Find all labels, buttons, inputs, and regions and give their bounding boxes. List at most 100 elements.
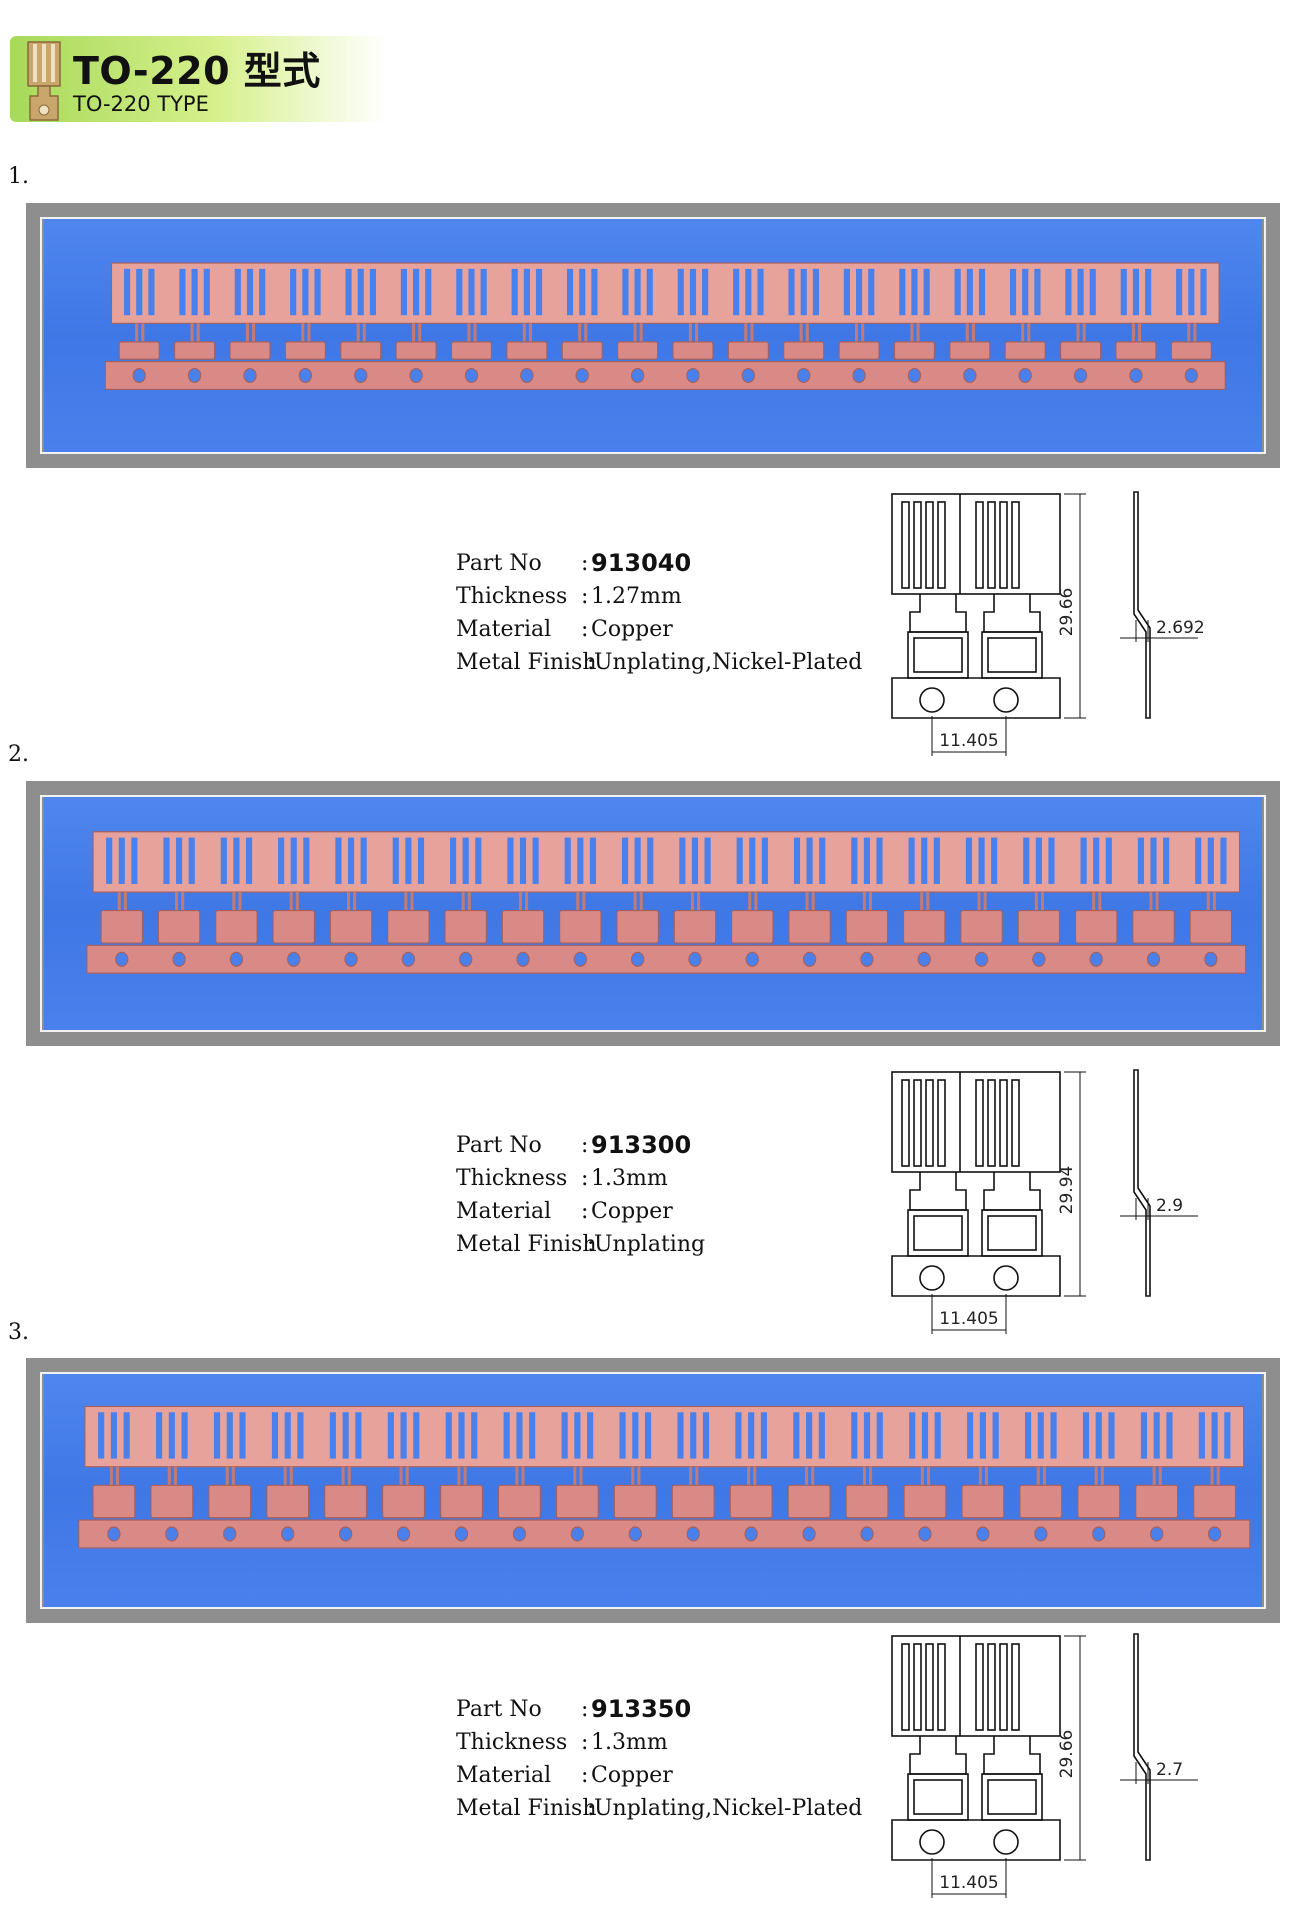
comb-slot bbox=[933, 837, 940, 884]
terminal-tab bbox=[157, 910, 201, 944]
copper-strip bbox=[78, 1405, 1251, 1549]
comb-slot bbox=[1037, 1412, 1044, 1459]
terminal-tab bbox=[444, 910, 487, 944]
terminal-leg bbox=[289, 1466, 293, 1488]
terminal-tab bbox=[616, 910, 659, 944]
mounting-hole bbox=[338, 1526, 353, 1542]
comb-slot bbox=[991, 837, 998, 884]
mounting-hole bbox=[1204, 951, 1218, 967]
comb-slot bbox=[622, 268, 629, 316]
mounting-hole bbox=[223, 1526, 237, 1542]
terminal-body bbox=[981, 1773, 1043, 1821]
comb-slot bbox=[975, 501, 984, 589]
comb-slot bbox=[1220, 837, 1227, 884]
mounting-hole bbox=[1032, 951, 1046, 967]
terminal-tab bbox=[672, 341, 714, 360]
comb-slot bbox=[417, 837, 425, 884]
comb-slot bbox=[123, 1412, 130, 1459]
comb-slot bbox=[987, 501, 996, 589]
mounting-hole bbox=[281, 1526, 295, 1542]
terminal-leg bbox=[633, 892, 637, 913]
terminal-leg bbox=[744, 323, 748, 345]
section-header: TO-220 型式 TO-220 TYPE bbox=[10, 36, 386, 122]
comb-slot bbox=[136, 268, 143, 316]
comb-slot bbox=[788, 268, 795, 316]
comb-slot bbox=[1011, 1643, 1020, 1731]
comb-slot bbox=[689, 268, 697, 316]
height-dimension-label: 29.66 bbox=[1057, 1730, 1077, 1779]
comb-slot bbox=[456, 268, 463, 316]
terminal-leg bbox=[926, 1466, 931, 1488]
mounting-hole bbox=[243, 367, 257, 384]
mounting-hole bbox=[1184, 367, 1198, 384]
terminal-leg bbox=[748, 892, 752, 913]
offset-dimension: 2.692 bbox=[1120, 618, 1205, 642]
terminal-leg bbox=[869, 1466, 873, 1488]
mounting-hole bbox=[976, 1526, 990, 1542]
comb-slot bbox=[1153, 1412, 1160, 1459]
comb-slot bbox=[899, 268, 906, 316]
mounting-hole bbox=[409, 367, 423, 384]
side-view bbox=[1133, 1069, 1151, 1297]
terminal-leg bbox=[123, 892, 127, 913]
terminal-leg bbox=[1187, 323, 1191, 345]
terminal-leg bbox=[467, 323, 471, 345]
terminal-leg bbox=[341, 1466, 345, 1488]
terminal-leg bbox=[690, 892, 694, 913]
comb-slot bbox=[226, 1412, 233, 1459]
height-dimension-label: 29.66 bbox=[1057, 588, 1077, 637]
terminal-leg bbox=[1210, 1466, 1214, 1488]
comb-slot bbox=[1034, 268, 1041, 316]
terminal-leg bbox=[862, 892, 866, 913]
mounting-hole bbox=[1089, 951, 1103, 967]
mounting-hole bbox=[115, 951, 129, 967]
comb-slot bbox=[400, 268, 407, 316]
terminal-body bbox=[907, 1209, 969, 1257]
comb-slot bbox=[342, 1412, 349, 1459]
terminal-leg bbox=[283, 1466, 287, 1488]
terminal-leg bbox=[225, 1466, 229, 1488]
terminal-leg bbox=[461, 892, 465, 913]
comb-slot bbox=[110, 1412, 117, 1459]
base-outline bbox=[891, 1255, 1061, 1297]
terminal-leg bbox=[515, 1466, 519, 1488]
comb-slot bbox=[523, 268, 530, 316]
terminal-body bbox=[907, 1773, 969, 1821]
comb-slot bbox=[405, 837, 412, 884]
terminal-tab bbox=[727, 341, 769, 360]
terminal-leg bbox=[804, 1466, 809, 1488]
mounting-hole bbox=[802, 1526, 816, 1542]
comb-slot bbox=[579, 268, 586, 316]
height-dimension: 29.94 bbox=[1057, 1071, 1086, 1297]
mounting-hole bbox=[570, 1526, 585, 1542]
terminal-neck bbox=[983, 1736, 1041, 1775]
mounting-hole bbox=[686, 1526, 700, 1542]
terminal-tab bbox=[903, 910, 946, 944]
terminal-leg bbox=[862, 1466, 866, 1488]
comb-slot bbox=[868, 268, 875, 316]
front-view bbox=[891, 493, 1061, 719]
terminal-leg bbox=[346, 892, 351, 913]
terminal-leg bbox=[637, 1466, 641, 1488]
comb-slot bbox=[220, 837, 227, 884]
terminal-neck bbox=[909, 594, 967, 633]
terminal-tab bbox=[838, 341, 880, 360]
terminal-leg bbox=[404, 892, 408, 913]
mounting-hole bbox=[454, 1526, 469, 1542]
terminal-tab bbox=[845, 1484, 889, 1519]
comb-slot bbox=[480, 268, 487, 316]
copper-strip bbox=[104, 262, 1226, 390]
comb-slot bbox=[646, 268, 653, 316]
terminal-leg bbox=[1212, 892, 1216, 913]
mounting-hole bbox=[344, 951, 358, 967]
comb-slot bbox=[1176, 268, 1183, 316]
mounting-hole bbox=[745, 951, 759, 967]
terminal-leg bbox=[753, 1466, 757, 1488]
comb-slot bbox=[234, 268, 241, 316]
terminal-neck bbox=[983, 1172, 1041, 1211]
terminal-tab bbox=[440, 1484, 483, 1519]
mounting-hole bbox=[229, 951, 244, 967]
carrier-rail bbox=[86, 944, 1247, 974]
terminal-leg bbox=[920, 892, 924, 913]
terminal-leg bbox=[362, 323, 366, 345]
